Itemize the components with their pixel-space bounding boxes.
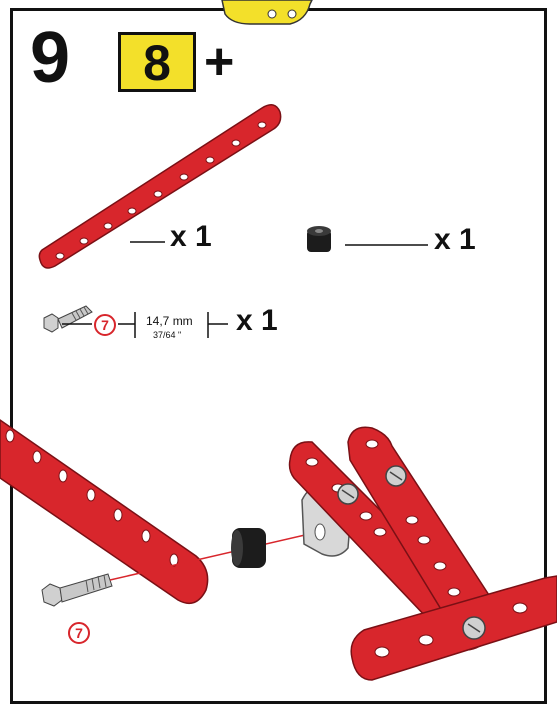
step-number: 9 <box>30 22 70 94</box>
bolt-length-inch: 37/64 " <box>153 330 181 340</box>
part-spacer <box>307 226 331 252</box>
yellow-bracket-top <box>222 0 312 24</box>
bolt-code-badge: 7 <box>94 314 116 336</box>
bolt-length-mm: 14,7 mm <box>146 314 193 328</box>
assembly-bolt <box>42 574 112 606</box>
reference-step-number: 8 <box>121 35 193 91</box>
spacer-quantity: x 1 <box>434 225 476 255</box>
part-strip <box>39 105 280 268</box>
plus-sign: + <box>204 36 234 88</box>
reference-step-badge: 8 <box>118 32 196 92</box>
part-bolt <box>44 306 92 332</box>
assembly-bolt-code-badge: 7 <box>68 622 90 644</box>
assembly-spacer <box>231 528 266 568</box>
strip-quantity: x 1 <box>170 222 212 252</box>
bolt-quantity: x 1 <box>236 306 278 336</box>
